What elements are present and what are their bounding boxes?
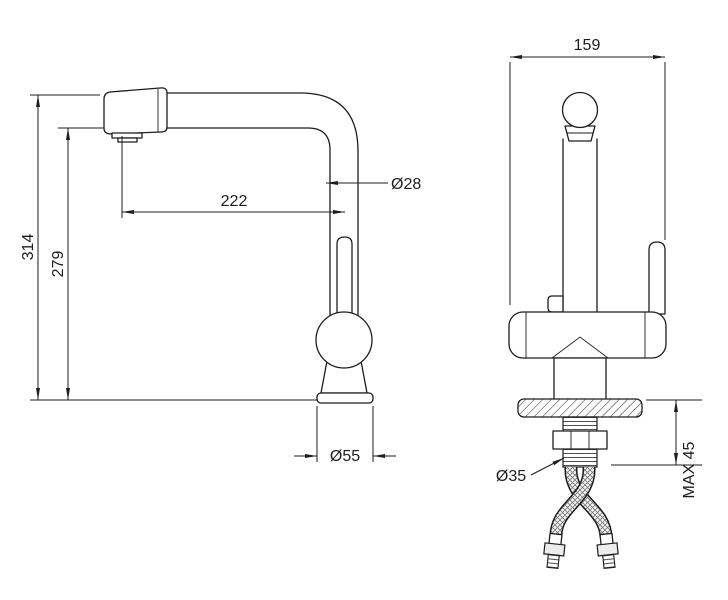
spout-head-front <box>561 91 599 129</box>
side-view-faucet-outline <box>103 87 374 404</box>
supply-hose-left-braid <box>550 466 594 538</box>
dim-spout-diameter-label: Ø28 <box>391 176 421 193</box>
dim-base-diameter-label: Ø55 <box>330 448 360 465</box>
dim-max-deck-thickness-label: MAX 45 <box>681 441 698 498</box>
dim-hole-diameter-label: Ø35 <box>496 468 526 485</box>
dim-total-height-label: 314 <box>20 234 37 261</box>
aerator-upper <box>111 132 143 139</box>
base-flange <box>316 392 374 404</box>
side-button <box>547 295 564 313</box>
faucet-body <box>508 311 667 359</box>
mounting-nut <box>552 430 608 450</box>
aerator-lower <box>117 137 138 143</box>
supply-hoses <box>543 466 619 569</box>
base-column <box>553 357 607 401</box>
lever-handle-side <box>336 236 353 320</box>
dim-spout-height-label: 279 <box>50 251 67 278</box>
spout-tube-top <box>166 92 359 319</box>
hose-connector-left <box>543 532 566 569</box>
ball-joint <box>315 311 373 369</box>
spout-collar-front <box>564 125 596 142</box>
front-view-faucet-outline <box>508 91 667 569</box>
body-taper-detail <box>551 336 609 359</box>
front-view: 159 Ø35 MAX 45 <box>496 37 702 569</box>
side-view: 314 279 222 Ø28 Ø55 <box>20 87 421 465</box>
dim-spout-reach-label: 222 <box>221 193 248 210</box>
dim-overall-width-label: 159 <box>574 37 601 54</box>
leader-hole-diameter <box>530 457 565 476</box>
side-view-dimensions: 314 279 222 Ø28 Ø55 <box>20 94 421 465</box>
front-view-dimensions: 159 Ø35 MAX 45 <box>496 37 702 498</box>
lever-handle-front <box>648 241 666 315</box>
hose-connector-right <box>596 532 619 569</box>
mounting-plate <box>517 398 643 418</box>
supply-hose-right-braid <box>566 466 611 538</box>
spout-tube-bottom <box>166 127 331 319</box>
